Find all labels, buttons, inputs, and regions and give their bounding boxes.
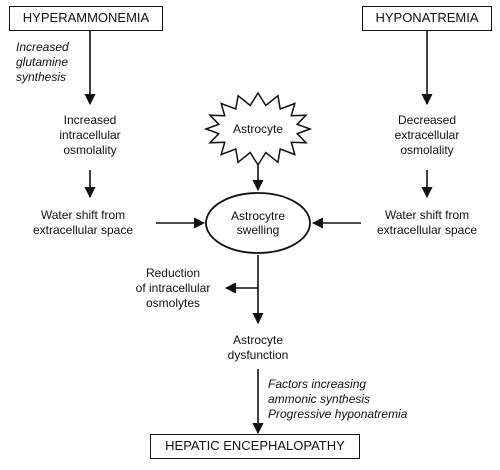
astrocyte-star-shape	[203, 91, 313, 167]
left-step1-line-3: osmolality	[63, 143, 117, 157]
left-note-line-2: glutamine	[16, 55, 69, 69]
swelling-line-2: swelling	[236, 223, 280, 237]
swelling-ellipse-shape	[205, 192, 311, 254]
dysfunction-line-1: Astrocyte	[232, 333, 283, 347]
astrocyte-star-label: Astrocyte	[232, 122, 283, 136]
reduction-label: Reduction of intracellular osmolytes	[118, 266, 228, 311]
factors-line-2: ammonic synthesis	[268, 392, 371, 406]
right-step2-line-2: extracellular space	[376, 223, 478, 237]
swelling-ellipse-label: Astrocytre swelling	[208, 209, 308, 237]
swelling-line-1: Astrocytre	[230, 209, 285, 223]
right-step1-line-3: osmolality	[400, 143, 454, 157]
right-water-shift-label: Water shift from extracellular space	[362, 208, 492, 238]
dysfunction-label: Astrocyte dysfunction	[208, 333, 308, 363]
dysfunction-line-2: dysfunction	[227, 348, 289, 362]
left-step2-line-1: Water shift from	[40, 208, 126, 222]
left-note: Increased glutamine synthesis	[16, 40, 69, 85]
right-step2-line-1: Water shift from	[384, 208, 470, 222]
reduction-line-1: Reduction	[145, 266, 201, 280]
hyponatremia-box: HYPONATREMIA	[362, 6, 492, 31]
right-osmolality-label: Decreased extracellular osmolality	[377, 113, 477, 158]
left-note-line-3: synthesis	[16, 70, 67, 84]
right-step1-line-2: extracellular	[394, 128, 460, 142]
left-step1-line-1: Increased	[63, 113, 117, 127]
factors-line-3: Progressive hyponatremia	[268, 407, 408, 421]
left-note-line-1: Increased	[16, 40, 69, 54]
reduction-line-2: of intracellular	[135, 281, 211, 295]
factors-note: Factors increasing ammonic synthesis Pro…	[268, 377, 407, 422]
left-osmolality-label: Increased intracellular osmolality	[40, 113, 140, 158]
hyperammonemia-box: HYPERAMMONEMIA	[9, 6, 163, 31]
left-water-shift-label: Water shift from extracellular space	[10, 208, 156, 238]
reduction-line-3: osmolytes	[145, 296, 201, 310]
factors-line-1: Factors increasing	[268, 377, 367, 391]
right-step1-line-1: Decreased	[397, 113, 457, 127]
left-step2-line-2: extracellular space	[32, 223, 134, 237]
left-step1-line-2: intracellular	[59, 128, 121, 142]
hepatic-encephalopathy-box: HEPATIC ENCEPHALOPATHY	[150, 434, 360, 459]
